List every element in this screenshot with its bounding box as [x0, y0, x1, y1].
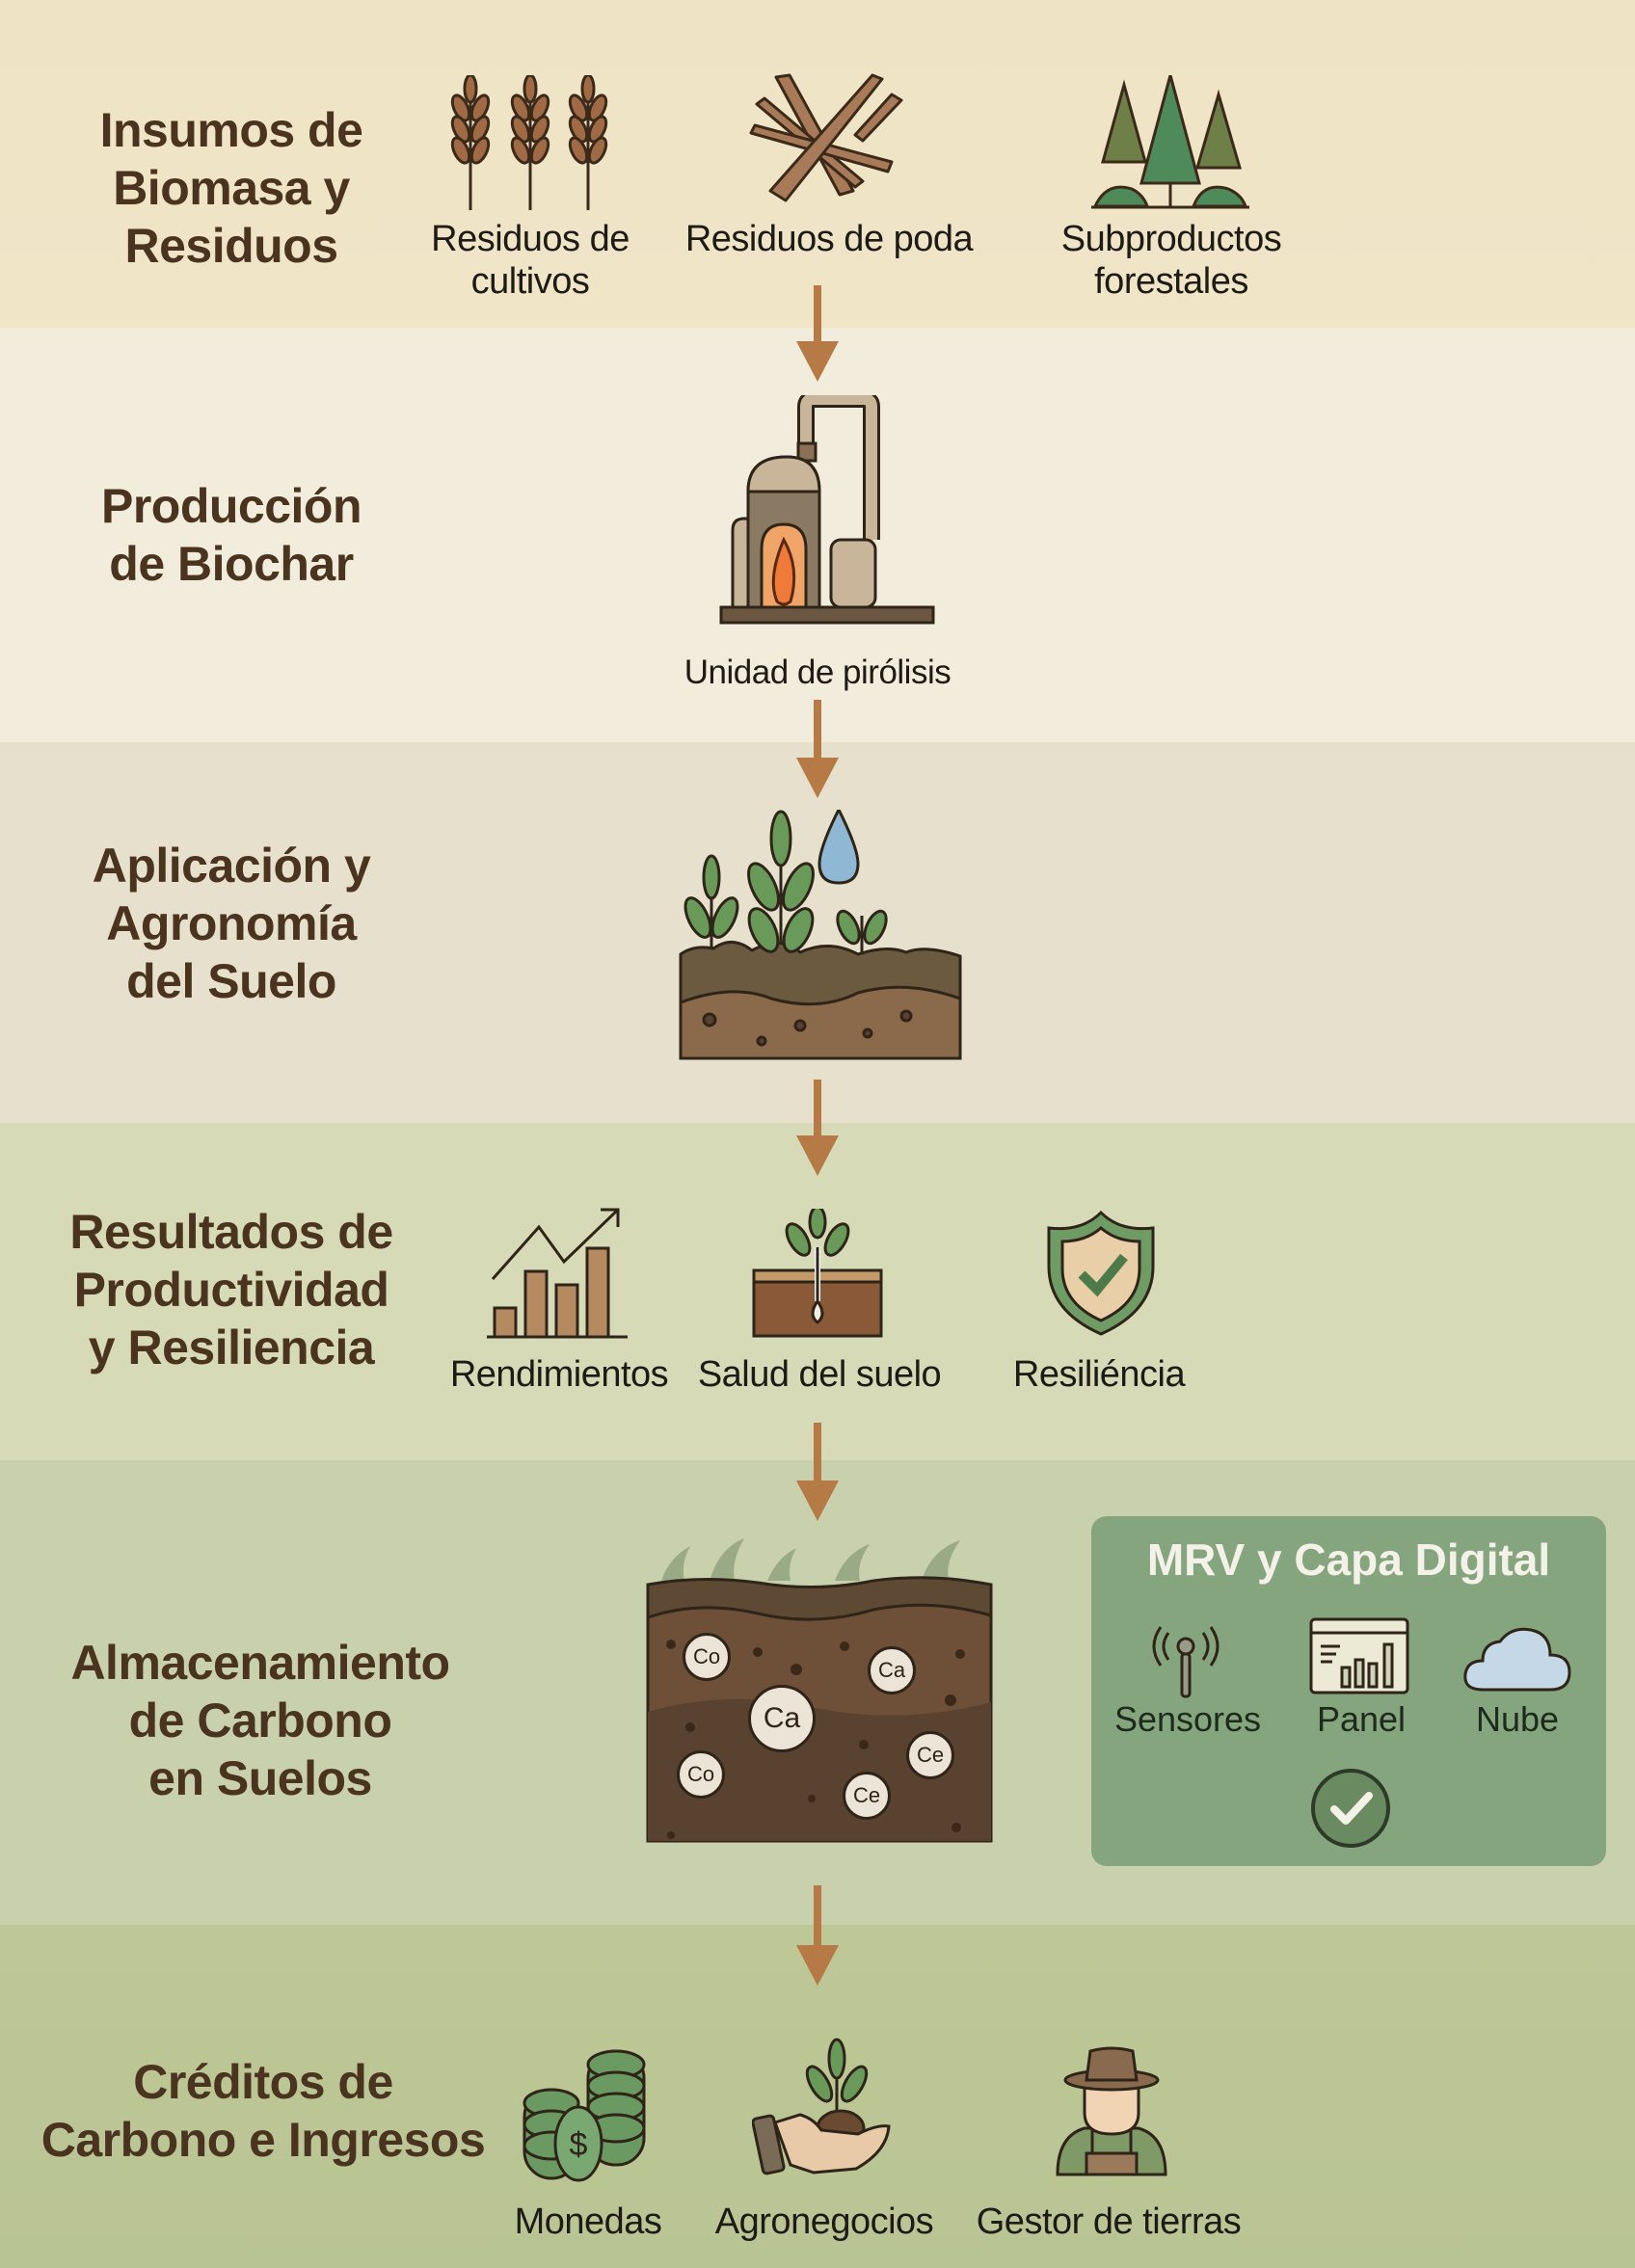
stage-band-biomass	[0, 0, 1635, 328]
carbon-particle: Ca	[868, 1646, 916, 1694]
stage-title-storage: Almacenamiento de Carbono en Suelos	[70, 1636, 450, 1805]
stage-title-application: Aplicación y Agronomía del Suelo	[92, 839, 371, 1008]
flow-arrow-5	[796, 1885, 839, 1989]
hand-sprout-icon	[752, 2038, 891, 2175]
item-label-agribusiness: Agronegocios	[714, 2201, 934, 2242]
item-label-crop-residues: Residuos de cultivos	[431, 219, 630, 302]
sprout-soil-icon	[752, 1209, 883, 1338]
item-label-forest-byproducts: Subproductos forestales	[1060, 219, 1282, 302]
mrv-item-label-sensors: Sensores	[1113, 1699, 1262, 1739]
pyrolysis-unit-icon	[719, 395, 935, 625]
carbon-particle: Ca	[748, 1685, 816, 1752]
farmer-icon	[1056, 2046, 1167, 2176]
mrv-item-label-dashboard: Panel	[1316, 1699, 1407, 1739]
stage-title-production: Producción de Biochar	[100, 479, 362, 591]
flow-arrow-3	[796, 1080, 839, 1180]
shield-check-icon	[1047, 1210, 1155, 1336]
check-circle-icon	[1311, 1769, 1390, 1848]
carbon-particle: Ce	[906, 1731, 954, 1779]
flow-arrow-1	[796, 285, 839, 386]
item-label-land-manager: Gestor de tierras	[976, 2201, 1242, 2242]
item-label-coins: Monedas	[514, 2201, 662, 2242]
carbon-particle: Co	[683, 1633, 731, 1681]
mrv-digital-layer-panel: MRV y Capa Digital Sensores Panel Nube	[1091, 1516, 1606, 1866]
item-label-pyrolysis-unit: Unidad de pirólisis	[683, 654, 952, 691]
item-label-yields: Rendimientos	[449, 1354, 669, 1395]
plants-soil-water-icon	[679, 810, 962, 1060]
svg-text:$: $	[570, 2126, 588, 2163]
item-label-resilience: Resiliéncia	[1012, 1354, 1186, 1395]
flow-arrow-4	[796, 1423, 839, 1525]
mrv-panel-title: MRV y Capa Digital	[1146, 1534, 1551, 1585]
stage-title-outcomes: Resultados de Productividad y Resilienci…	[69, 1205, 393, 1374]
stage-title-credits: Créditos de Carbono e Ingresos	[40, 2055, 486, 2167]
mrv-item-label-cloud: Nube	[1475, 1699, 1560, 1739]
carbon-particle: Ce	[843, 1772, 891, 1820]
carbon-particle: Co	[677, 1750, 725, 1799]
branches-icon	[749, 73, 903, 202]
stage-title-biomass: Insumos de Biomasa y Residuos	[99, 103, 363, 273]
wheat-icon	[450, 75, 608, 210]
cloud-icon	[1463, 1627, 1571, 1692]
item-label-soil-health: Salud del suelo	[697, 1354, 942, 1395]
antenna-sensor-icon	[1152, 1626, 1220, 1698]
dashboard-icon	[1309, 1617, 1409, 1694]
item-label-pruning-residues: Residuos de poda	[684, 219, 974, 259]
trees-icon	[1091, 75, 1249, 209]
bar-chart-growth-icon	[487, 1208, 628, 1339]
coins-icon: $	[523, 2049, 646, 2182]
flow-arrow-2	[796, 700, 839, 802]
